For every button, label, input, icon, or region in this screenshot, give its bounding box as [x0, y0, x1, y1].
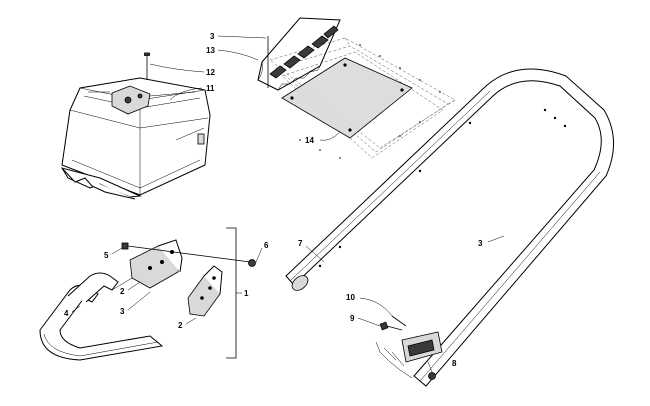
- callout-6: 6: [264, 241, 269, 250]
- mount-bracket-lower: [187, 265, 223, 317]
- callout-3a: 3: [120, 307, 125, 316]
- callout-4: 4: [64, 309, 69, 318]
- callout-2b: 2: [178, 321, 183, 330]
- handle-frame: [285, 68, 615, 387]
- callout-13: 13: [206, 46, 215, 55]
- callout-3b: 3: [210, 32, 215, 41]
- foot-rest: [257, 17, 341, 91]
- callout-5: 5: [104, 251, 109, 260]
- callout-10: 10: [346, 293, 355, 302]
- floor-plate: [269, 37, 456, 159]
- mount-bracket-upper: [111, 239, 256, 291]
- callout-2a: 2: [120, 287, 125, 296]
- callout-7: 7: [298, 239, 303, 248]
- callout-3c: 3: [478, 239, 483, 248]
- bumper: [39, 272, 164, 361]
- callout-8: 8: [452, 359, 457, 368]
- leader-lines: [71, 35, 505, 373]
- assembly-bracket: [226, 227, 237, 359]
- callout-1: 1: [244, 289, 249, 298]
- callout-9: 9: [350, 314, 355, 323]
- callout-12: 12: [206, 68, 215, 77]
- callout-14: 14: [305, 136, 314, 145]
- callout-11: 11: [206, 84, 215, 93]
- storage-bag: [60, 52, 211, 200]
